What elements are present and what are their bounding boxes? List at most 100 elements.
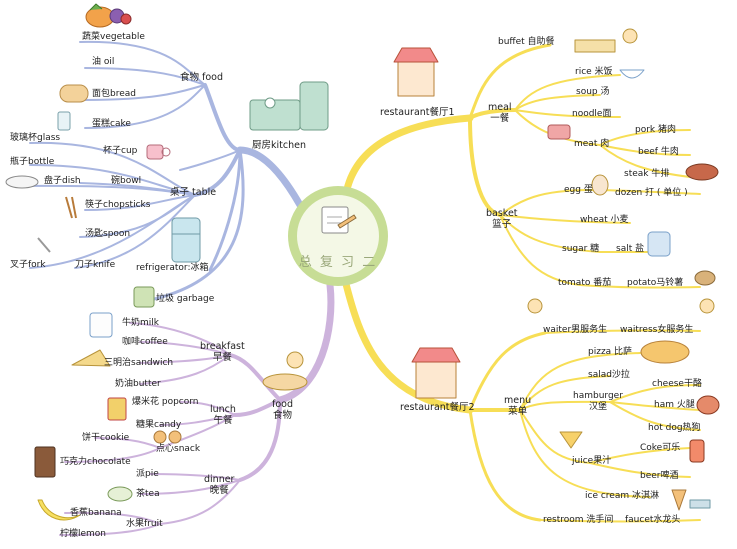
central-topic: 总 复 习 二 bbox=[288, 186, 388, 286]
label-beer: beer啤酒 bbox=[640, 471, 679, 481]
picnic-illustration bbox=[262, 351, 308, 391]
label-butter: 奶油butter bbox=[115, 379, 161, 389]
label-coffee: 咖啡coffee bbox=[122, 337, 168, 347]
label-popcorn: 爆米花 popcorn bbox=[132, 397, 199, 407]
banana-illustration bbox=[37, 499, 81, 521]
potato-illustration bbox=[694, 270, 716, 286]
label-coke: Coke可乐 bbox=[640, 443, 681, 453]
label-restroom: restroom 洗手间 bbox=[543, 515, 614, 525]
label-restaurant2: restaurant餐厅2 bbox=[400, 402, 475, 413]
label-pork: pork 猪肉 bbox=[635, 125, 676, 135]
label-ham: ham 火腿 bbox=[654, 400, 695, 410]
label-potato: potato马铃薯 bbox=[627, 278, 684, 288]
label-juice: juice果汁 bbox=[572, 456, 612, 466]
milk-illustration bbox=[89, 312, 113, 338]
central-topic-title: 总 复 习 二 bbox=[298, 255, 378, 270]
icecream-illustration bbox=[671, 489, 687, 511]
waitress-illustration bbox=[699, 298, 715, 314]
label-kitchen: 厨房kitchen bbox=[252, 140, 306, 151]
coke-illustration bbox=[689, 439, 705, 463]
sandwich-illustration bbox=[71, 349, 111, 367]
rice-illustration bbox=[619, 69, 645, 79]
ham-illustration bbox=[696, 395, 720, 415]
label-pie: 派pie bbox=[136, 469, 159, 479]
waiter-illustration bbox=[527, 298, 543, 314]
label-salt: salt 盐 bbox=[616, 244, 645, 254]
label-refrigerator: refrigerator:冰箱 bbox=[136, 263, 209, 273]
label-hotdog: hot dog热狗 bbox=[648, 423, 701, 433]
food-branches bbox=[59, 281, 335, 536]
label-basket: basket 篮子 bbox=[486, 208, 518, 230]
label-buffet: buffet 自助餐 bbox=[498, 37, 555, 47]
label-steak: steak 牛排 bbox=[624, 169, 670, 179]
restaurant2-illustration bbox=[411, 347, 461, 399]
label-restaurant1: restaurant餐厅1 bbox=[380, 107, 455, 118]
label-noodle: noodle面 bbox=[572, 109, 612, 119]
label-beef: beef 牛肉 bbox=[638, 147, 679, 157]
label-meal: meal 一餐 bbox=[488, 102, 512, 124]
vegetable-illustration bbox=[85, 3, 132, 28]
label-wheat: wheat 小麦 bbox=[580, 215, 629, 225]
label-vegetable: 蔬菜vegetable bbox=[82, 32, 145, 42]
label-dozen: dozen 打 ( 单位 ) bbox=[615, 188, 688, 198]
label-pizza: pizza 比萨 bbox=[588, 347, 633, 357]
restaurant1-illustration bbox=[393, 47, 439, 97]
label-sugar: sugar 糖 bbox=[562, 244, 600, 254]
label-waitress: waitress女服务生 bbox=[620, 325, 694, 335]
label-knife: 刀子knife bbox=[75, 260, 116, 270]
label-dinner: dinner 晚餐 bbox=[204, 474, 235, 496]
label-table: 桌子 table bbox=[170, 187, 217, 198]
egg-illustration bbox=[591, 174, 609, 196]
refrigerator-illustration bbox=[171, 217, 201, 263]
label-icecream: ice cream 冰淇淋 bbox=[585, 491, 659, 501]
label-lunch: lunch 午餐 bbox=[210, 404, 236, 426]
label-egg: egg 蛋 bbox=[564, 185, 593, 195]
label-food-kitchen: 食物 food bbox=[180, 72, 224, 83]
pizza-illustration bbox=[640, 340, 690, 364]
restaurant2-branches bbox=[341, 276, 701, 523]
label-banana: 香蕉banana bbox=[70, 508, 122, 518]
label-fruit: 水果fruit bbox=[126, 519, 163, 529]
label-bread: 面包bread bbox=[92, 89, 136, 99]
juice-illustration bbox=[559, 431, 583, 449]
kitchen-branches bbox=[14, 40, 304, 302]
label-tea: 茶tea bbox=[136, 489, 160, 499]
tea-illustration bbox=[107, 486, 133, 502]
cup-illustration bbox=[146, 144, 171, 160]
salt-illustration bbox=[647, 231, 671, 257]
label-cake: 蛋糕cake bbox=[92, 119, 131, 129]
meat-illustration bbox=[547, 124, 571, 140]
label-oil: 油 oil bbox=[92, 57, 115, 67]
label-spoon: 汤匙spoon bbox=[85, 229, 131, 239]
chocolate-illustration bbox=[34, 446, 56, 478]
glass-illustration bbox=[57, 111, 71, 131]
label-dish: 盘子dish bbox=[44, 176, 81, 186]
label-sandwich: 三明治sandwich bbox=[104, 358, 174, 368]
label-chocolate: 巧克力chocolate bbox=[60, 457, 131, 467]
label-fork: 叉子fork bbox=[10, 260, 46, 270]
label-cheese: cheese干酪 bbox=[652, 379, 702, 389]
fork-illustration bbox=[37, 237, 51, 253]
popcorn-illustration bbox=[107, 397, 127, 421]
label-soup: soup 汤 bbox=[576, 87, 610, 97]
illustrations bbox=[5, 3, 720, 521]
label-tomato: tomato 番茄 bbox=[558, 278, 612, 288]
label-milk: 牛奶milk bbox=[122, 318, 159, 328]
steak-illustration bbox=[685, 163, 719, 181]
dish-illustration bbox=[5, 175, 39, 189]
label-food: food 食物 bbox=[272, 399, 293, 421]
label-snack: 点心snack bbox=[156, 444, 201, 454]
paper-icon bbox=[321, 206, 357, 234]
faucet-illustration bbox=[689, 499, 711, 509]
label-cup: 杯子cup bbox=[103, 146, 138, 156]
label-rice: rice 米饭 bbox=[575, 67, 613, 77]
label-lemon: 柠檬lemon bbox=[60, 529, 107, 539]
label-hamburger: hamburger 汉堡 bbox=[573, 391, 623, 412]
label-glass: 玻璃杯glass bbox=[10, 133, 61, 143]
label-garbage: 垃圾 garbage bbox=[156, 294, 215, 304]
buffet-illustration bbox=[574, 28, 638, 53]
label-bowl: 碗bowl bbox=[111, 176, 142, 186]
label-cookie: 饼干cookie bbox=[82, 433, 130, 443]
label-meat: meat 肉 bbox=[574, 139, 610, 149]
